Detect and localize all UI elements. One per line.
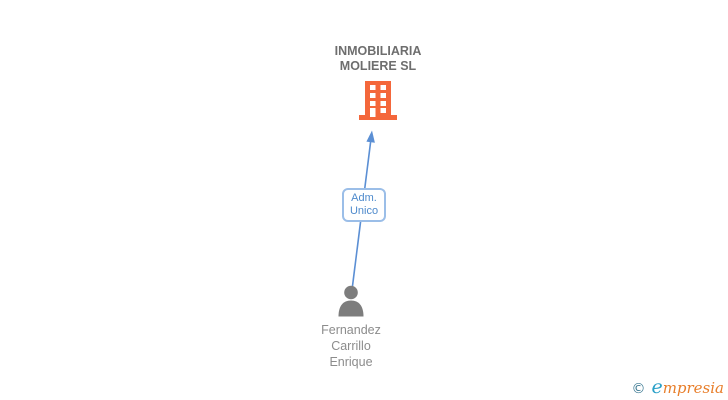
person-icon [291, 285, 411, 319]
edge-label-box[interactable]: Adm. Unico [342, 188, 386, 222]
edge-label-line1: Adm. [351, 192, 377, 204]
company-name-line2: MOLIERE SL [339, 59, 417, 73]
person-name: Fernandez Carrillo Enrique [291, 322, 411, 370]
person-node[interactable]: Fernandez Carrillo Enrique [291, 285, 411, 370]
company-name-line1: INMOBILIARIA [334, 44, 422, 58]
brand-initial: e [651, 376, 663, 398]
person-name-line3: Enrique [329, 355, 373, 369]
copyright-icon: © [631, 381, 646, 397]
person-name-line1: Fernandez [321, 323, 381, 337]
edge-label-line2: Unico [349, 205, 379, 217]
person-name-line2: Carrillo [331, 339, 371, 353]
company-name: INMOBILIARIA MOLIERE SL [298, 44, 458, 74]
company-node[interactable]: INMOBILIARIA MOLIERE SL [298, 44, 458, 121]
empresia-logo[interactable]: © e mpresia [631, 376, 724, 398]
brand-rest: mpresia [662, 379, 724, 397]
building-icon [298, 81, 458, 121]
